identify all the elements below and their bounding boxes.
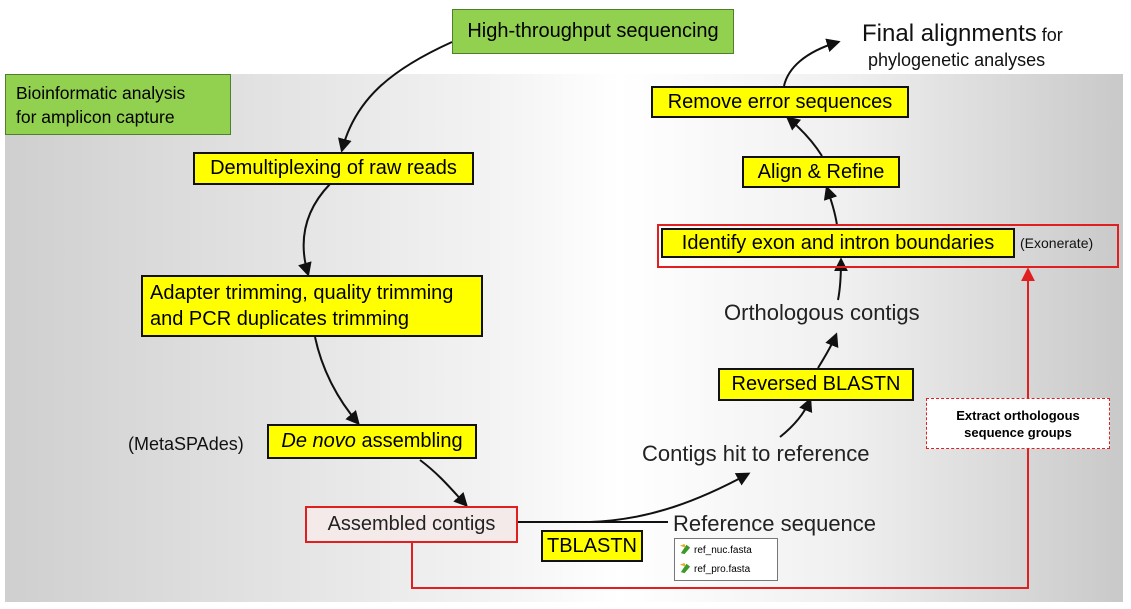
extract-line-1: Extract orthologous (956, 407, 1080, 423)
exonerate-label: (Exonerate) (1020, 235, 1094, 251)
file-ref-nuc: ref_nuc.fasta (679, 541, 773, 560)
arrow-hts-to-demux (338, 41, 453, 153)
step-align-refine: Align & Refine (742, 156, 900, 188)
arrow-tblastn-to-contigs-hit (589, 472, 751, 523)
arrow-reversed-to-orthologous (817, 332, 839, 369)
title-box: Bioinformatic analysis for amplicon capt… (5, 74, 231, 135)
assembled-contigs-frame: Assembled contigs (305, 506, 518, 543)
step-trim-line-2: and PCR duplicates trimming (150, 308, 409, 330)
step-identify-boundaries: Identify exon and intron boundaries (661, 228, 1015, 258)
step-tblastn-label: TBLASTN (546, 534, 638, 557)
step-reversed-label: Reversed BLASTN (731, 373, 901, 395)
title-line-2: for amplicon capture (16, 107, 175, 127)
fasta-file-icon (679, 562, 691, 574)
assembled-contigs-label: Assembled contigs (327, 513, 496, 535)
fasta-file-icon (679, 543, 691, 555)
step-trim-line-1: Adapter trimming, quality trimming (150, 282, 454, 304)
metaspades-label: (MetaSPAdes) (128, 434, 244, 454)
step-remove-error-sequences: Remove error sequences (651, 86, 909, 118)
final-alignments-subtitle: phylogenetic analyses (868, 50, 1046, 70)
step-identify-label: Identify exon and intron boundaries (681, 231, 995, 254)
step-reversed-blastn: Reversed BLASTN (718, 368, 914, 401)
red-feedback-line (411, 448, 1029, 589)
step-tblastn: TBLASTN (541, 530, 643, 562)
contigs-hit-label: Contigs hit to reference (642, 441, 870, 466)
step-denovo-rest: assembling (355, 430, 463, 452)
step-demultiplexing: Demultiplexing of raw reads (193, 152, 474, 185)
arrow-remove-to-final (783, 38, 841, 87)
extract-line-2: sequence groups (964, 424, 1072, 440)
arrow-denovo-to-assembled (419, 459, 468, 508)
final-alignments-title: Final alignments for (862, 20, 1063, 48)
orthologous-contigs-label: Orthologous contigs (724, 300, 920, 325)
file-name: ref_pro.fasta (694, 564, 751, 575)
step-remove-label: Remove error sequences (667, 90, 893, 113)
arrow-trim-to-denovo (314, 336, 360, 426)
step-trimming: Adapter trimming, quality trimming and P… (141, 275, 483, 337)
step-align-label: Align & Refine (757, 160, 885, 183)
arrow-identify-to-align (823, 185, 838, 226)
file-ref-pro: ref_pro.fasta (679, 560, 773, 579)
step-high-throughput-sequencing: High-throughput sequencing (452, 9, 734, 54)
arrow-contigs-hit-to-reversed (779, 397, 813, 438)
final-for: for (1036, 25, 1063, 45)
step-hts-label: High-throughput sequencing (467, 20, 719, 42)
reference-files: ref_nuc.fasta ref_pro.fasta (674, 538, 778, 581)
step-de-novo-assembling: De novo assembling (267, 424, 477, 459)
step-demux-label: Demultiplexing of raw reads (210, 157, 457, 179)
arrow-align-to-remove (785, 116, 823, 157)
extract-orthologous-box: Extract orthologous sequence groups (926, 398, 1110, 449)
file-name: ref_nuc.fasta (694, 545, 752, 556)
identify-boundaries-frame (657, 224, 1119, 268)
step-denovo-italic: De novo (281, 430, 356, 452)
title-line-1: Bioinformatic analysis (16, 83, 186, 103)
arrow-orthologous-to-identify (833, 257, 848, 301)
gradient-background (5, 74, 1123, 602)
reference-sequence-label: Reference sequence (673, 511, 877, 536)
final-big: Final alignments (862, 20, 1037, 47)
arrow-demux-to-trim (298, 183, 331, 277)
